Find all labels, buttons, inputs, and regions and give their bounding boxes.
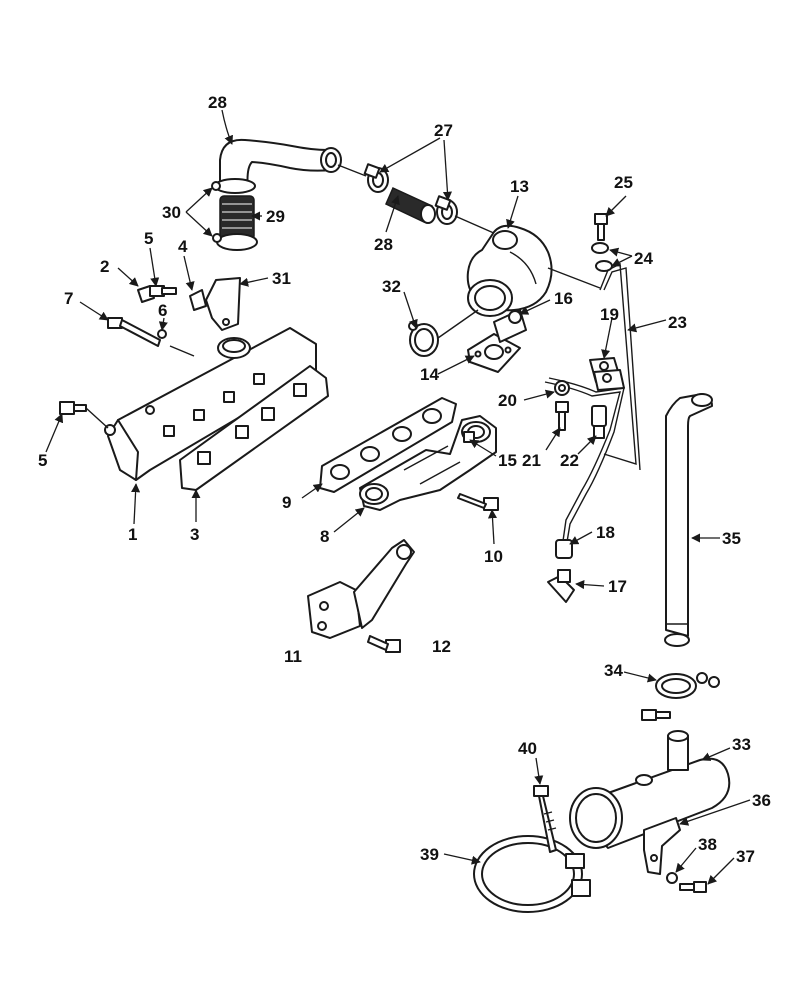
fitting-22 (591, 405, 607, 439)
bolt-21 (555, 401, 569, 431)
exhaust-gasket (319, 397, 457, 493)
callout-5-upper: 5 (144, 229, 153, 248)
callout-12: 12 (432, 637, 451, 656)
hose-clamp-lower (212, 233, 258, 251)
muffler-clamp-34 (641, 672, 720, 721)
bolt-40 (533, 785, 557, 853)
adapter-nut (508, 310, 522, 324)
callout-14: 14 (420, 365, 439, 384)
callout-16: 16 (554, 289, 573, 308)
callout-13: 13 (510, 177, 529, 196)
exhaust-pipe (664, 393, 713, 647)
callout-18: 18 (596, 523, 615, 542)
callout-7: 7 (64, 289, 73, 308)
callout-labels: 28 27 28 29 30 31 5 4 2 7 6 5 1 3 13 32 … (38, 93, 771, 866)
connector-hose-clamps (363, 163, 458, 225)
muffler-band-clamp (473, 835, 591, 913)
callout-11: 11 (284, 647, 302, 666)
intake-manifold (104, 327, 317, 481)
oil-line-flange (589, 357, 625, 391)
callout-27: 27 (434, 121, 453, 140)
oil-line-fitting-18 (555, 539, 573, 559)
bolt-10 (457, 493, 499, 511)
washers-24 (591, 242, 613, 272)
callout-20: 20 (498, 391, 517, 410)
washer-20 (554, 380, 570, 396)
callout-33: 33 (732, 735, 751, 754)
washer-38 (666, 872, 678, 884)
bolt-25 (594, 213, 608, 241)
callout-19: 19 (600, 305, 619, 324)
callout-1: 1 (128, 525, 137, 544)
callout-34: 34 (604, 661, 623, 680)
callout-4: 4 (178, 237, 188, 256)
callout-22: 22 (560, 451, 579, 470)
intake-elbow-hose (219, 138, 342, 191)
turbocharger (466, 224, 553, 317)
callout-35: 35 (722, 529, 741, 548)
exhaust-bracket (307, 539, 415, 639)
callout-40: 40 (518, 739, 537, 758)
bolt-5-lower (59, 401, 87, 415)
bolt-12 (367, 635, 401, 653)
callout-24: 24 (634, 249, 653, 268)
callout-28-top: 28 (208, 93, 227, 112)
callout-9: 9 (282, 493, 291, 512)
leader-lines (45, 109, 751, 885)
callout-31: 31 (272, 269, 291, 288)
callout-2: 2 (100, 257, 109, 276)
hose-clamp-upper (211, 178, 256, 194)
callout-30: 30 (162, 203, 181, 222)
elbow-fitting-17 (547, 569, 575, 603)
callout-32: 32 (382, 277, 401, 296)
connector-hose (385, 186, 436, 224)
washer-6 (157, 329, 167, 339)
bracket-4 (189, 289, 207, 311)
v-band-clamp (408, 321, 439, 357)
callout-15: 15 (498, 451, 517, 470)
bracket-31 (205, 277, 241, 331)
callout-38: 38 (698, 835, 717, 854)
callout-23: 23 (668, 313, 687, 332)
callout-39: 39 (420, 845, 439, 864)
callout-29: 29 (266, 207, 285, 226)
stud-15 (463, 431, 475, 443)
bolt-7 (107, 317, 161, 347)
callout-25: 25 (614, 173, 633, 192)
callout-36: 36 (752, 791, 771, 810)
callout-17: 17 (608, 577, 627, 596)
muffler-bracket-36 (643, 817, 681, 875)
callout-21: 21 (522, 451, 541, 470)
callout-5-lower: 5 (38, 451, 47, 470)
callout-37: 37 (736, 847, 755, 866)
callout-6: 6 (158, 301, 167, 320)
callout-10: 10 (484, 547, 503, 566)
bolt-37 (679, 881, 707, 893)
intake-gasket (179, 365, 329, 491)
callout-28-hose: 28 (374, 235, 393, 254)
callout-3: 3 (190, 525, 199, 544)
callout-8: 8 (320, 527, 329, 546)
bolt-5-upper (149, 285, 177, 297)
